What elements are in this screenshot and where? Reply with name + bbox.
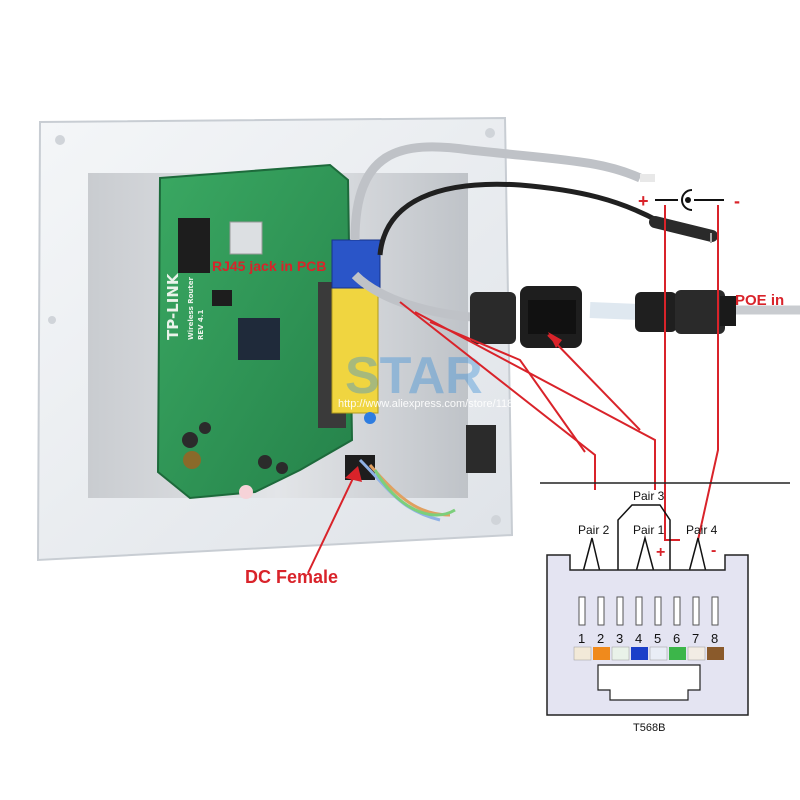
contact-6 — [673, 596, 681, 626]
dc-arrow-head — [345, 466, 362, 482]
t568b-connector: Pair 3 Pair 2 Pair 1 Pair 4 + - 1 — [546, 489, 749, 734]
screw-hole — [55, 135, 65, 145]
connector-minus-label: - — [711, 542, 716, 559]
pair3-bracket — [617, 504, 671, 572]
annotation-lines — [307, 205, 719, 574]
jack-arrow-head — [548, 332, 562, 348]
dc-plug — [649, 216, 718, 242]
sticker — [239, 485, 253, 499]
watermark-url: http://www.aliexpress.com/store/118949 — [338, 398, 532, 410]
pair3-line — [547, 334, 641, 431]
pair1-bracket — [635, 535, 655, 573]
pin-number-7: 7 — [692, 631, 699, 646]
screw-hole — [48, 316, 56, 324]
standard-label: T568B — [633, 722, 665, 734]
side-port — [466, 425, 496, 473]
poe-in-label: POE in — [735, 292, 784, 309]
board-model: Wireless Router — [187, 276, 195, 340]
wire-5 — [649, 646, 668, 661]
dc-plus-label: + — [638, 191, 649, 211]
dc-minus-label: - — [734, 191, 740, 211]
heatsink — [229, 221, 263, 255]
wire-8 — [707, 647, 724, 660]
plus-wire — [664, 205, 680, 541]
capacitor — [276, 462, 288, 474]
minus-wire — [697, 205, 719, 541]
contact-2 — [597, 596, 605, 626]
contact-1 — [578, 596, 586, 626]
yellow-module — [331, 287, 379, 414]
black-cable — [377, 181, 662, 256]
pair1-label: Pair 1 — [633, 523, 665, 537]
pin-number-4: 4 — [635, 631, 642, 646]
connector-plus-label: + — [656, 544, 665, 561]
pin-number-1: 1 — [578, 631, 585, 646]
contact-7 — [692, 596, 700, 626]
main-chip — [238, 318, 280, 360]
pin-number-6: 6 — [673, 631, 680, 646]
wire-6 — [669, 647, 686, 660]
board-rev: REV 4.1 — [197, 309, 205, 340]
pair2-label: Pair 2 — [578, 523, 610, 537]
wire-7 — [687, 646, 706, 661]
pin-number-3: 3 — [616, 631, 623, 646]
contact-5 — [654, 596, 662, 626]
grey-cable-inner — [351, 271, 486, 323]
pair2-bracket — [582, 537, 601, 573]
screw-hole — [491, 515, 501, 525]
watermark-text: STAR — [345, 347, 483, 405]
dc-polarity-symbol — [655, 189, 724, 211]
dc-female-pointer — [307, 471, 357, 574]
connector-latch — [597, 664, 701, 701]
pair4-bracket — [688, 537, 707, 573]
cable-gland-left — [470, 286, 582, 348]
chip-left — [178, 218, 210, 273]
contact-3 — [616, 596, 624, 626]
contact-4 — [635, 596, 643, 626]
inductor — [183, 451, 201, 469]
wire-2 — [593, 647, 610, 660]
pin-number-5: 5 — [654, 631, 661, 646]
pin-number-8: 8 — [711, 631, 718, 646]
wire-4 — [631, 647, 648, 660]
contact-8 — [711, 596, 719, 626]
grey-cable — [350, 142, 642, 241]
wire-3 — [611, 646, 630, 661]
capacitor — [182, 432, 198, 448]
small-chip — [212, 290, 232, 306]
rj45-jack-label: RJ45 jack in PCB — [212, 258, 326, 274]
pin-number-2: 2 — [597, 631, 604, 646]
rj45-plug — [589, 302, 641, 320]
wire-colors — [573, 646, 724, 661]
wire-1 — [573, 646, 592, 661]
pcb-board: TP-LINK Wireless Router REV 4.1 — [156, 163, 381, 500]
pair4-label: Pair 4 — [686, 523, 718, 537]
pair2-line — [399, 301, 596, 490]
pair1-line — [414, 311, 656, 490]
cable-gland-right — [635, 290, 736, 334]
pair3-label: Pair 3 — [633, 489, 665, 503]
capacitor — [258, 455, 272, 469]
led — [364, 412, 376, 424]
wire-bundle — [373, 469, 456, 517]
board-brand: TP-LINK — [164, 272, 182, 340]
pair-line-b — [429, 321, 586, 453]
screw-hole — [485, 128, 495, 138]
dc-female-label: DC Female — [245, 567, 338, 587]
capacitor — [199, 422, 211, 434]
contacts — [578, 596, 719, 626]
